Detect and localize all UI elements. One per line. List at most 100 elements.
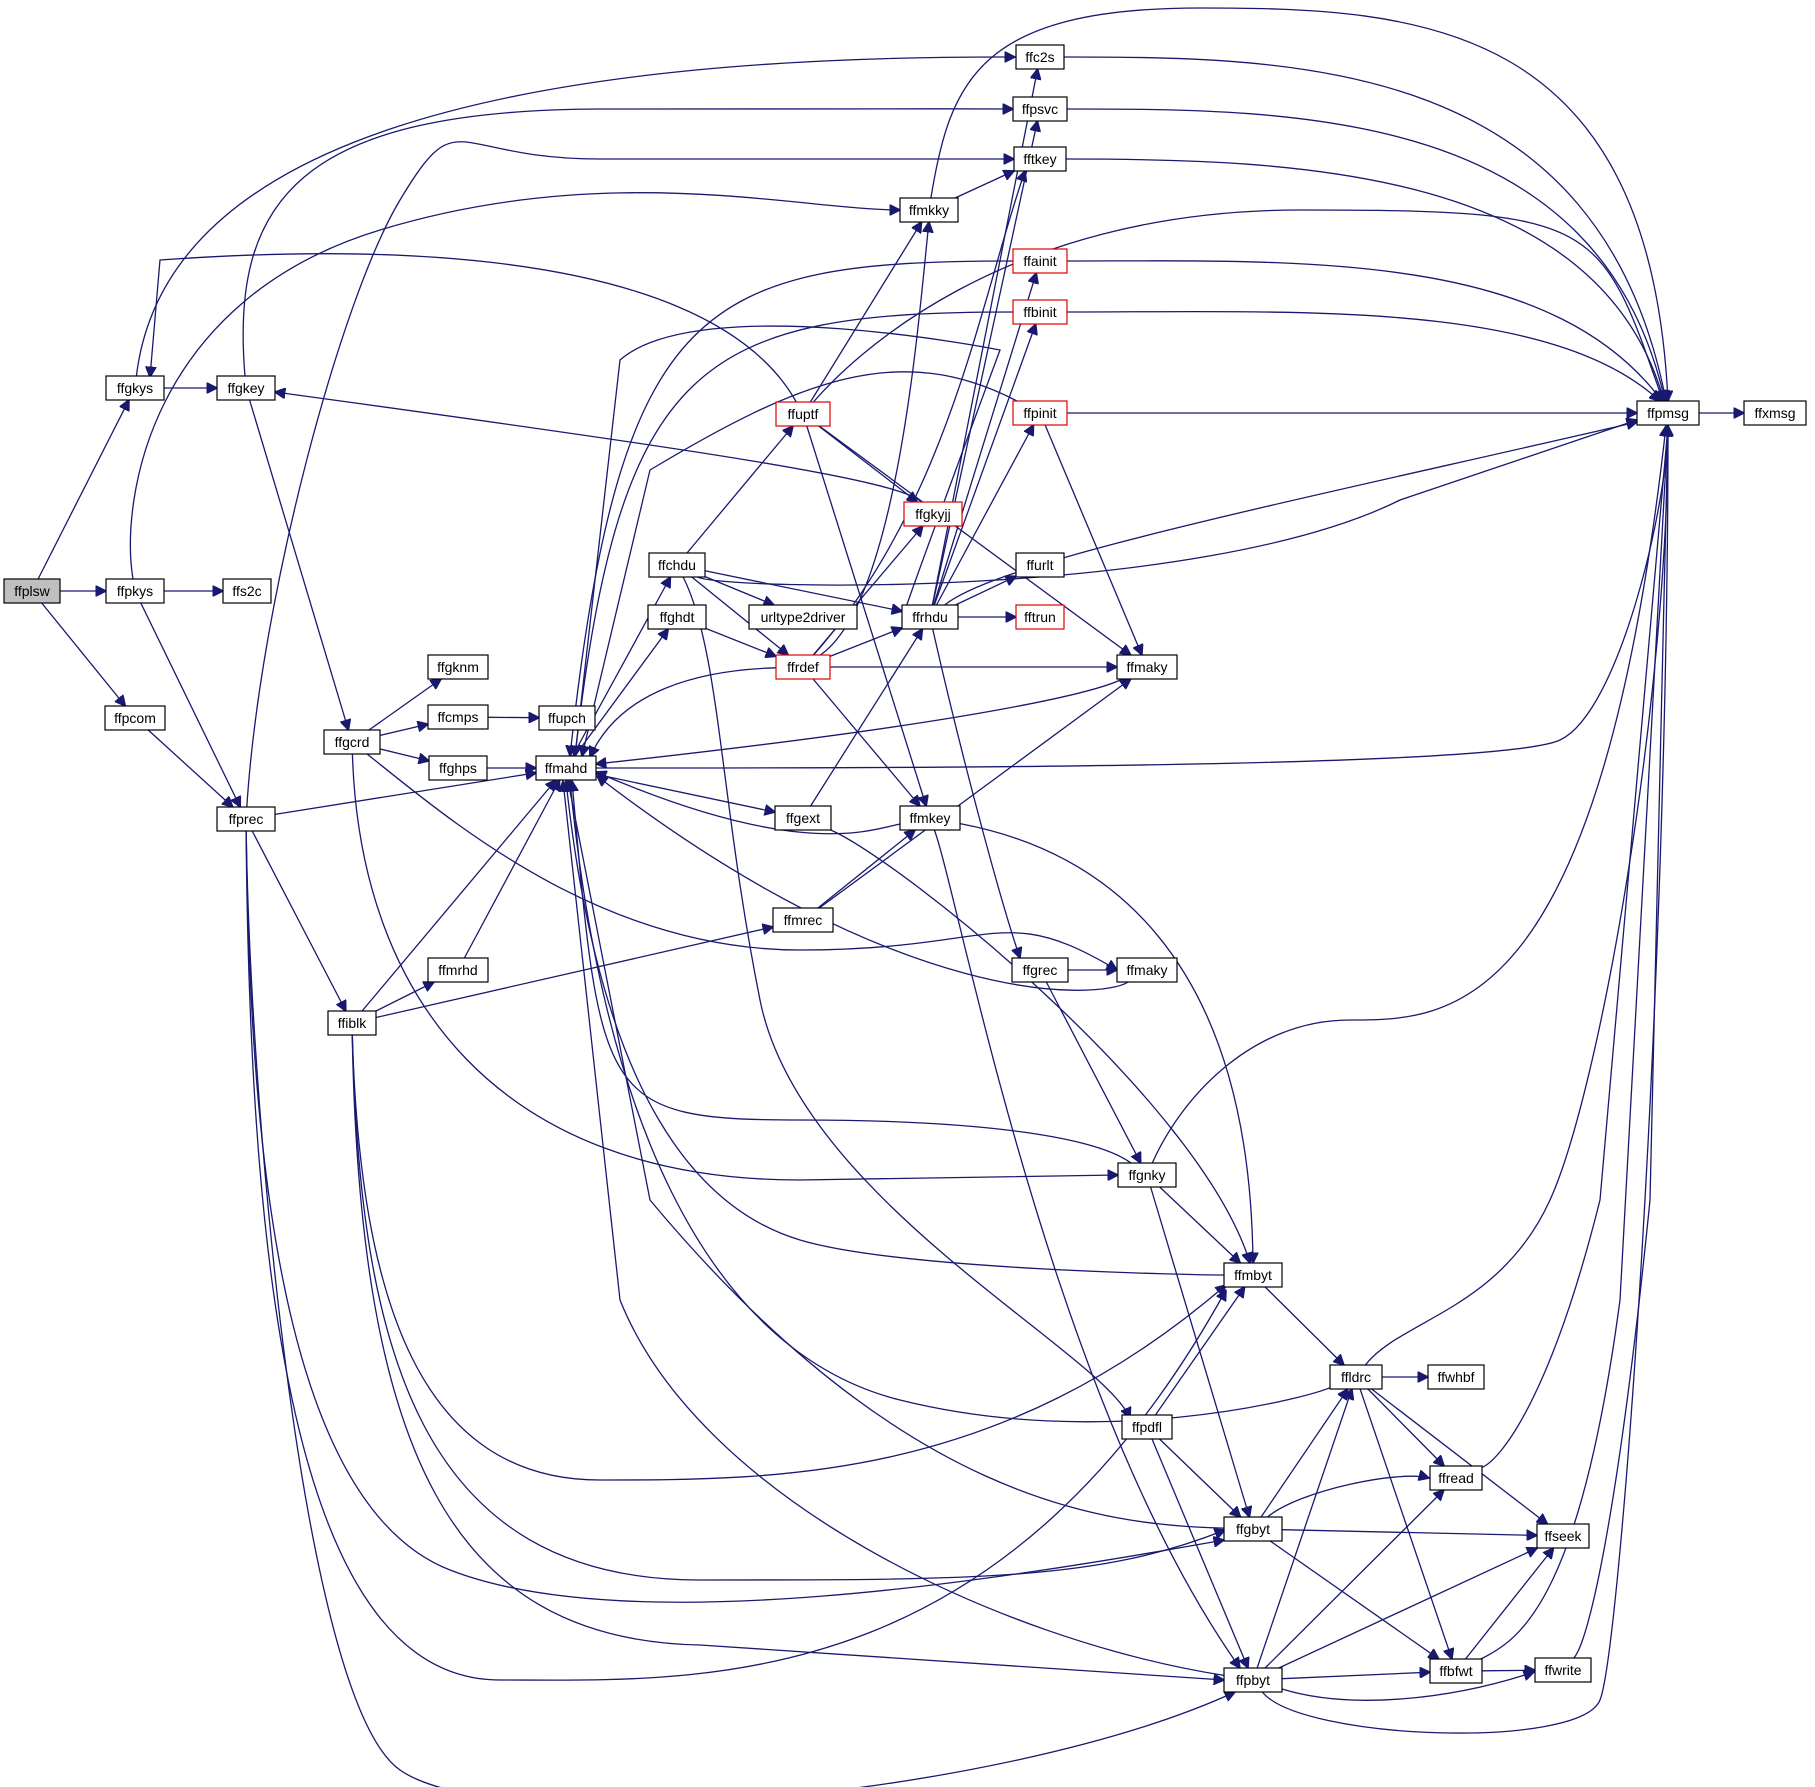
node-label: ffpmsg	[1647, 405, 1689, 421]
node-ffmahd[interactable]: ffmahd	[535, 755, 597, 781]
edge-ffgcrd-to-ffmaky2	[366, 753, 1117, 970]
node-box	[105, 578, 165, 604]
edge-ffgext-to-ffmbyt	[830, 829, 1250, 1263]
node-label: urltype2driver	[761, 609, 846, 625]
edge-ffiblk-to-ffpbyt	[351, 1034, 1224, 1680]
node-fftrun[interactable]: fftrun	[1015, 604, 1065, 630]
edge-ffchdu-to-ffpdfl	[682, 576, 1130, 1418]
node-box	[772, 907, 834, 933]
node-box	[1011, 957, 1069, 983]
edge-ffmrec-to-ffmaky1	[818, 679, 1130, 909]
edge-ffmrec-to-ffmkey	[817, 830, 915, 909]
node-ffrdef[interactable]: ffrdef	[775, 654, 831, 680]
node-label: ffrhdu	[912, 609, 948, 625]
node-ffmrec[interactable]: ffmrec	[772, 907, 834, 933]
edge-ffplsw-to-ffgkys	[37, 400, 129, 580]
node-ffpsvc[interactable]: ffpsvc	[1012, 96, 1068, 122]
node-ffpcom[interactable]: ffpcom	[104, 705, 166, 731]
edge-ffplsw-to-ffpcom	[41, 602, 126, 706]
node-ffpinit[interactable]: ffpinit	[1012, 400, 1068, 426]
edge-ffmbyt-to-ffldrc	[1264, 1286, 1344, 1365]
edge-ffgbyt-to-ffread	[1267, 1476, 1430, 1518]
node-label: ffgrec	[1023, 962, 1058, 978]
node-label: ffcmps	[438, 709, 479, 725]
edge-ffgbyt-to-ffldrc	[1260, 1389, 1348, 1518]
node-box	[1636, 400, 1700, 426]
node-ffpkys[interactable]: ffpkys	[105, 578, 165, 604]
node-ffghdt[interactable]: ffghdt	[647, 604, 707, 630]
node-box	[1121, 1414, 1173, 1440]
node-ffchdu[interactable]: ffchdu	[648, 552, 706, 578]
node-ffgext[interactable]: ffgext	[774, 805, 832, 831]
node-ffcmps[interactable]: ffcmps	[427, 704, 489, 730]
node-ffgrec[interactable]: ffgrec	[1011, 957, 1069, 983]
edge-ffpdfl-to-ffgbyt	[1159, 1438, 1241, 1517]
node-ffbinit[interactable]: ffbinit	[1012, 299, 1068, 325]
node-urltype2driver[interactable]: urltype2driver	[748, 604, 858, 630]
node-ffurlt[interactable]: ffurlt	[1015, 552, 1065, 578]
node-ffupch[interactable]: ffupch	[538, 705, 596, 731]
node-label: ffupch	[548, 710, 586, 726]
edge-ffgnky-to-ffpmsg	[1151, 426, 1666, 1164]
edge-ffpkys-to-ffprec	[140, 602, 240, 807]
node-ffwhbf[interactable]: ffwhbf	[1427, 1364, 1485, 1390]
node-box	[1012, 299, 1068, 325]
edge-ffpbyt-to-ffpmsg	[1261, 426, 1668, 1734]
edge-ffrhdu-to-ffpinit	[935, 425, 1034, 606]
edge-ffuptf-to-ffmkey	[806, 425, 926, 806]
node-label: ffplsw	[14, 583, 50, 599]
node-ffwrite[interactable]: ffwrite	[1534, 1657, 1592, 1683]
node-label: ffpcom	[114, 710, 156, 726]
node-ffpmsg[interactable]: ffpmsg	[1636, 400, 1700, 426]
node-ffplsw[interactable]: ffplsw	[3, 578, 61, 604]
node-box	[538, 705, 596, 731]
node-ffpbyt[interactable]: ffpbyt	[1223, 1667, 1283, 1693]
node-ffc2s[interactable]: ffc2s	[1015, 44, 1065, 70]
edge-ffgkey-to-ffgcrd	[248, 399, 349, 730]
node-ffbfwt[interactable]: ffbfwt	[1429, 1658, 1483, 1684]
edge-ffldrc-to-ffbfwt	[1359, 1388, 1452, 1659]
node-ffuptf[interactable]: ffuptf	[775, 401, 831, 427]
edge-ffmaky1-to-ffmahd	[596, 678, 1123, 764]
node-ffainit[interactable]: ffainit	[1012, 248, 1068, 274]
node-ffgbyt[interactable]: ffgbyt	[1223, 1516, 1283, 1542]
node-box	[1223, 1262, 1283, 1288]
node-ffgkys[interactable]: ffgkys	[105, 375, 165, 401]
edge-ffrdef-to-ffmkey	[812, 678, 920, 806]
node-ffmaky2[interactable]: ffmaky	[1116, 957, 1178, 983]
node-box	[216, 806, 276, 832]
node-ffseek[interactable]: ffseek	[1536, 1523, 1590, 1549]
node-ffrhdu[interactable]: ffrhdu	[901, 604, 959, 630]
node-ffgknm[interactable]: ffgknm	[427, 654, 489, 680]
node-box	[1429, 1465, 1483, 1491]
node-box	[3, 578, 61, 604]
node-ffs2c[interactable]: ffs2c	[222, 578, 272, 604]
node-ffldrc[interactable]: ffldrc	[1329, 1364, 1383, 1390]
node-ffgcrd[interactable]: ffgcrd	[323, 729, 381, 755]
node-ffgkey[interactable]: ffgkey	[216, 375, 276, 401]
node-ffprec[interactable]: ffprec	[216, 806, 276, 832]
edge-ffgkys-to-ffc2s	[135, 57, 1015, 377]
node-box	[647, 604, 707, 630]
node-ffmkky[interactable]: ffmkky	[899, 197, 959, 223]
node-fftkey[interactable]: fftkey	[1013, 146, 1067, 172]
node-label: ffwrite	[1544, 1662, 1581, 1678]
node-label: ffgbyt	[1236, 1521, 1270, 1537]
node-label: ffldrc	[1341, 1369, 1371, 1385]
edge-ffrhdu-to-ffmahd	[575, 325, 1001, 756]
node-box	[899, 197, 959, 223]
node-ffiblk[interactable]: ffiblk	[327, 1010, 377, 1036]
edge-ffrhdu-to-ffpmsg	[944, 422, 1637, 606]
node-ffmkey[interactable]: ffmkey	[899, 805, 961, 831]
node-ffmrhd[interactable]: ffmrhd	[427, 957, 489, 983]
node-ffmaky1[interactable]: ffmaky	[1116, 654, 1178, 680]
node-ffread[interactable]: ffread	[1429, 1465, 1483, 1491]
node-ffghps[interactable]: ffghps	[428, 755, 488, 781]
node-ffmbyt[interactable]: ffmbyt	[1223, 1262, 1283, 1288]
node-ffgnky[interactable]: ffgnky	[1117, 1162, 1177, 1188]
node-ffgkyjj[interactable]: ffgkyjj	[903, 501, 963, 527]
edge-ffpbyt-to-ffread	[1264, 1490, 1444, 1669]
node-ffpdfl[interactable]: ffpdfl	[1121, 1414, 1173, 1440]
edge-ffread-to-ffpmsg	[1481, 426, 1668, 1469]
node-ffxmsg[interactable]: ffxmsg	[1743, 400, 1807, 426]
